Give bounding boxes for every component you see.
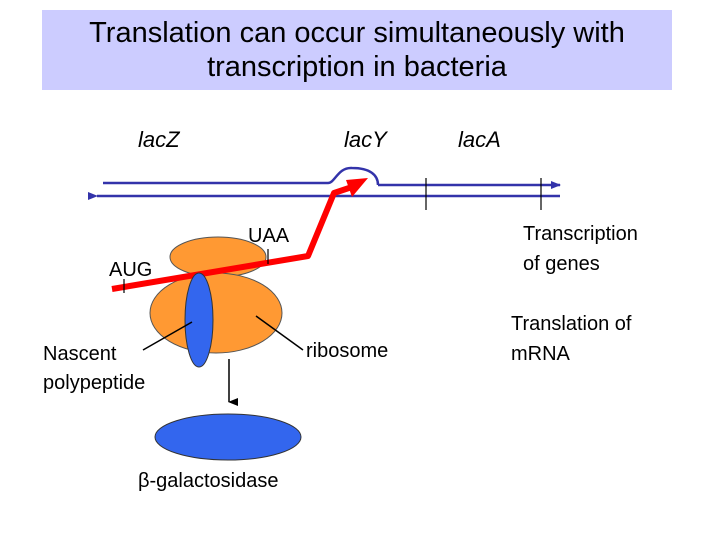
ribosome-label: ribosome bbox=[306, 340, 389, 362]
start-codon-label: AUG bbox=[109, 259, 153, 281]
gene-label-laca: lacA bbox=[458, 127, 501, 152]
polypeptide-pointer bbox=[142, 321, 193, 351]
stop-codon-label: UAA bbox=[248, 225, 290, 247]
translation-label-line-1: Translation of bbox=[511, 313, 632, 335]
translation-label-line-2: mRNA bbox=[511, 343, 570, 365]
transcription-label-line-1: Transcription bbox=[523, 223, 638, 245]
product-name: -galactosidase bbox=[149, 470, 279, 492]
nascent-polypeptide bbox=[184, 272, 214, 368]
transcription-label-line-2: of genes bbox=[523, 253, 600, 275]
mrna-strand bbox=[111, 183, 356, 292]
product-label: β-galactosidase bbox=[138, 469, 278, 493]
ribosome-large-subunit bbox=[149, 272, 283, 354]
nascent-label-line-1: Nascent bbox=[43, 343, 117, 365]
ribosome-pointer bbox=[255, 315, 304, 351]
nascent-label-line-2: polypeptide bbox=[43, 372, 146, 394]
gene-label-lacz: lacZ bbox=[138, 127, 180, 152]
beta-symbol: β bbox=[138, 470, 150, 492]
gene-label-lacy: lacY bbox=[344, 127, 387, 152]
title-line-2: transcription in bacteria bbox=[207, 51, 507, 83]
beta-galactosidase-protein bbox=[154, 413, 302, 461]
title-line-1: Translation can occur simultaneously wit… bbox=[89, 17, 625, 49]
dna-top-strand bbox=[103, 166, 560, 185]
mrna-arrowhead bbox=[346, 178, 368, 197]
title-banner: Translation can occur simultaneously wit… bbox=[42, 10, 672, 90]
